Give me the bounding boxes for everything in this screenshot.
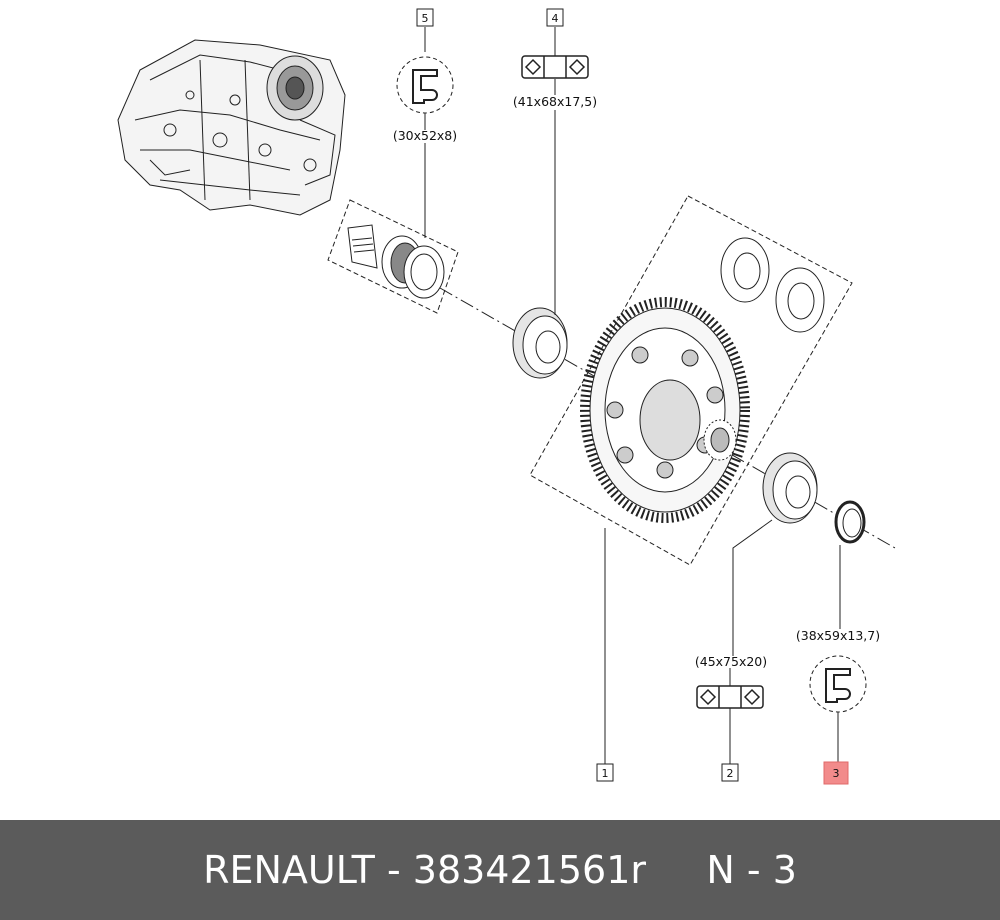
footer-ref-label: N - 3 — [706, 848, 797, 892]
callout-1[interactable]: 1 — [596, 763, 614, 782]
differential-assembly-box — [529, 195, 853, 566]
ring-gear-differential-illustration — [580, 297, 750, 523]
callout-2[interactable]: 2 — [721, 763, 739, 782]
callout-4[interactable]: 4 — [546, 8, 564, 27]
footer-separator: - — [374, 848, 413, 892]
seal-kit-box — [327, 199, 459, 314]
callout-1-number: 1 — [602, 767, 609, 780]
part-info-footer: RENAULT - 383421561r N - 3 — [0, 820, 1000, 920]
dimension-label-3: (38x59x13,7) — [796, 628, 880, 643]
leader-lines — [424, 27, 841, 764]
callout-4-number: 4 — [552, 12, 559, 25]
footer-part-number: 383421561r — [412, 848, 646, 892]
oil-seal-symbol-3 — [809, 655, 867, 713]
callout-5-number: 5 — [422, 12, 429, 25]
oil-seal-3-illustration — [834, 500, 866, 544]
callout-3-highlighted[interactable]: 3 — [823, 761, 849, 785]
footer-gap — [646, 848, 706, 892]
callout-3-number: 3 — [833, 767, 840, 780]
bearing-2-illustration — [762, 452, 818, 524]
bearing-4-illustration — [512, 307, 568, 379]
callout-5[interactable]: 5 — [416, 8, 434, 27]
footer-brand: RENAULT — [203, 848, 375, 892]
bearing-symbol-4 — [521, 55, 589, 79]
thrust-washers-illustration — [720, 237, 825, 333]
exploded-parts-diagram: (30x52x8) (41x68x17,5) (45x75x20) (38x59… — [117, 8, 896, 785]
dimension-label-2: (45x75x20) — [695, 654, 767, 669]
oil-seal-5-illustration — [381, 235, 445, 299]
dimension-label-5: (30x52x8) — [393, 128, 457, 143]
dimension-label-4: (41x68x17,5) — [513, 94, 597, 109]
gearbox-housing-illustration — [117, 39, 346, 216]
notice-leaflet-icon — [347, 224, 378, 269]
oil-seal-symbol-5 — [396, 56, 454, 114]
bearing-symbol-2 — [696, 685, 764, 709]
callout-2-number: 2 — [727, 767, 734, 780]
shaft-axis-line — [439, 287, 896, 549]
